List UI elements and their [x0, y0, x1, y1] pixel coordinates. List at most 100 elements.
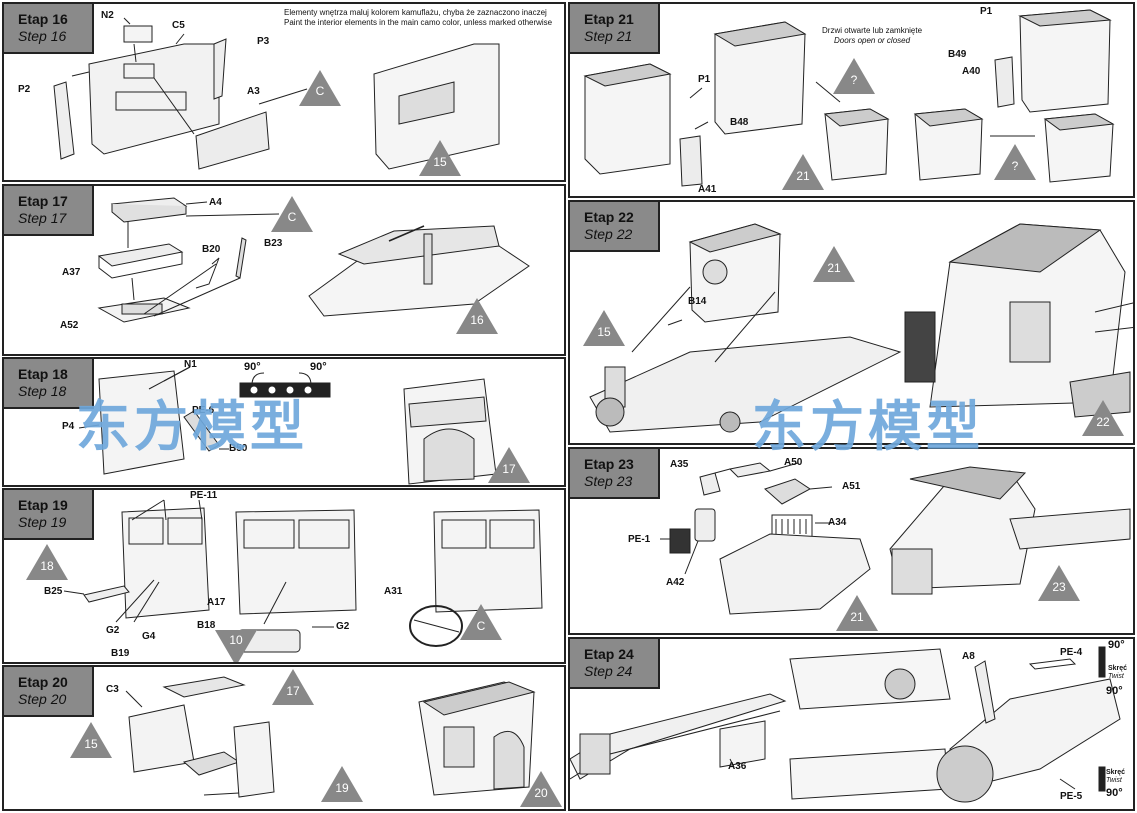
part-label: B19 — [111, 648, 130, 659]
question-marker — [994, 144, 1036, 180]
marker-label: C — [287, 210, 297, 224]
step-title-pl: Etap 22 — [584, 209, 634, 225]
paint-note-pl: Elementy wnętrza maluj kolorem kamuflażu… — [284, 8, 547, 17]
part-label: PE-1 — [628, 534, 651, 545]
part-label: A34 — [828, 517, 847, 528]
step-title-pl: Etap 23 — [584, 456, 634, 472]
watermark-left: 东方模型 — [76, 395, 308, 458]
marker-label: ? — [850, 73, 858, 87]
step-title-en: Step 16 — [18, 28, 67, 44]
part-label: N1 — [184, 359, 197, 370]
marker-label: C — [315, 84, 325, 98]
paint-note: Elementy wnętrza maluj kolorem kamuflażu… — [284, 8, 552, 28]
step-20-drawing — [125, 676, 536, 798]
twist-en-2: Twist — [1106, 777, 1122, 784]
watermark-right: 东方模型 — [752, 395, 984, 458]
step-title-en: Step 22 — [584, 226, 633, 242]
part-label: A41 — [698, 184, 717, 195]
marker-label: 16 — [470, 313, 484, 327]
part-label: B18 — [197, 620, 216, 631]
step-ref-marker — [272, 669, 314, 705]
part-label: PE-5 — [1060, 791, 1083, 802]
part-label: A40 — [962, 66, 981, 77]
step-title-en: Step 21 — [584, 28, 633, 44]
marker-label: 19 — [335, 781, 349, 795]
marker-label: C — [476, 619, 486, 633]
step-ref-marker — [583, 310, 625, 346]
marker-label: ? — [1011, 159, 1019, 173]
part-label: B20 — [202, 244, 221, 255]
step-title-pl: Etap 21 — [584, 11, 634, 27]
step-ref-marker — [26, 544, 68, 580]
rotate-right-label: 90° — [310, 361, 327, 373]
step-title-pl: Etap 24 — [584, 646, 634, 662]
doors-note-en: Doors open or closed — [834, 36, 911, 45]
step-ref-marker — [419, 140, 461, 176]
marker-label: 15 — [84, 737, 98, 751]
marker-label: 20 — [534, 786, 548, 800]
step-ref-marker — [70, 722, 112, 758]
marker-label: 21 — [827, 261, 841, 275]
step-ref-marker — [1038, 565, 1080, 601]
step-ref-marker — [321, 766, 363, 802]
part-label: N2 — [101, 10, 114, 21]
step-title-pl: Etap 16 — [18, 11, 68, 27]
step-title-pl: Etap 20 — [18, 674, 68, 690]
part-label: A3 — [247, 86, 260, 97]
marker-label: 23 — [1052, 580, 1066, 594]
part-label: B48 — [730, 117, 749, 128]
twist-pl-2: Skręć — [1106, 769, 1126, 776]
step-title-pl: Etap 17 — [18, 193, 68, 209]
step-title-en: Step 17 — [18, 210, 67, 226]
step-ref-marker — [782, 154, 824, 190]
step-ref-marker — [488, 447, 530, 483]
part-label: A17 — [207, 597, 226, 608]
part-label: A36 — [728, 761, 747, 772]
part-label: B49 — [948, 49, 967, 60]
twist-en: Twist — [1108, 673, 1124, 680]
part-label: P2 — [18, 84, 31, 95]
twist-degree-mid: 90° — [1106, 685, 1123, 697]
paint-note-en: Paint the interior elements in the main … — [284, 18, 553, 27]
marker-label: 10 — [229, 633, 243, 647]
step-16-drawing — [53, 17, 500, 170]
marker-label: 15 — [433, 155, 447, 169]
step-ref-marker — [1082, 400, 1124, 436]
step-18-drawing — [78, 366, 497, 485]
part-label: G2 — [106, 625, 120, 636]
part-label: PE-11 — [190, 490, 218, 501]
doors-note-pl: Drzwi otwarte lub zamknięte — [822, 26, 923, 35]
part-label: P1 — [980, 6, 993, 17]
part-label: P1 — [698, 74, 711, 85]
step-24-drawing — [570, 646, 1121, 803]
part-label: A37 — [62, 267, 81, 278]
part-label: B14 — [688, 296, 707, 307]
part-label: C5 — [172, 20, 185, 31]
part-label: A50 — [784, 457, 803, 468]
question-marker — [833, 58, 875, 94]
twist-degree-bottom: 90° — [1106, 787, 1123, 799]
part-label: G2 — [336, 621, 350, 632]
step-title-pl: Etap 18 — [18, 366, 68, 382]
marker-label: 21 — [796, 169, 810, 183]
step-title-pl: Etap 19 — [18, 497, 68, 513]
step-title-en: Step 23 — [584, 473, 633, 489]
part-label: P3 — [257, 36, 270, 47]
step-title-en: Step 18 — [18, 383, 67, 399]
part-label: B50 — [229, 443, 248, 454]
